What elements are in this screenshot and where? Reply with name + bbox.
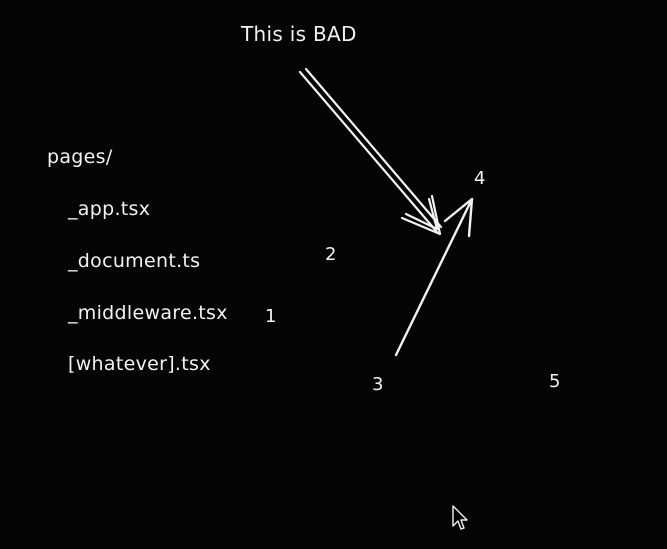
arrow-icon xyxy=(394,197,474,357)
number-2: 2 xyxy=(325,244,337,265)
file-middleware: _middleware.tsx xyxy=(68,302,228,324)
file-app: _app.tsx xyxy=(68,198,151,220)
file-whatever: [whatever].tsx xyxy=(68,353,211,375)
number-4: 4 xyxy=(474,168,486,189)
board-title: This is BAD xyxy=(241,22,357,46)
number-1: 1 xyxy=(265,306,277,327)
cursor-icon xyxy=(452,505,468,530)
file-document: _document.ts xyxy=(68,250,201,272)
arrow-icon xyxy=(298,67,443,236)
number-3: 3 xyxy=(372,374,384,395)
number-5: 5 xyxy=(549,371,561,392)
folder-label-pages: pages/ xyxy=(47,146,113,168)
